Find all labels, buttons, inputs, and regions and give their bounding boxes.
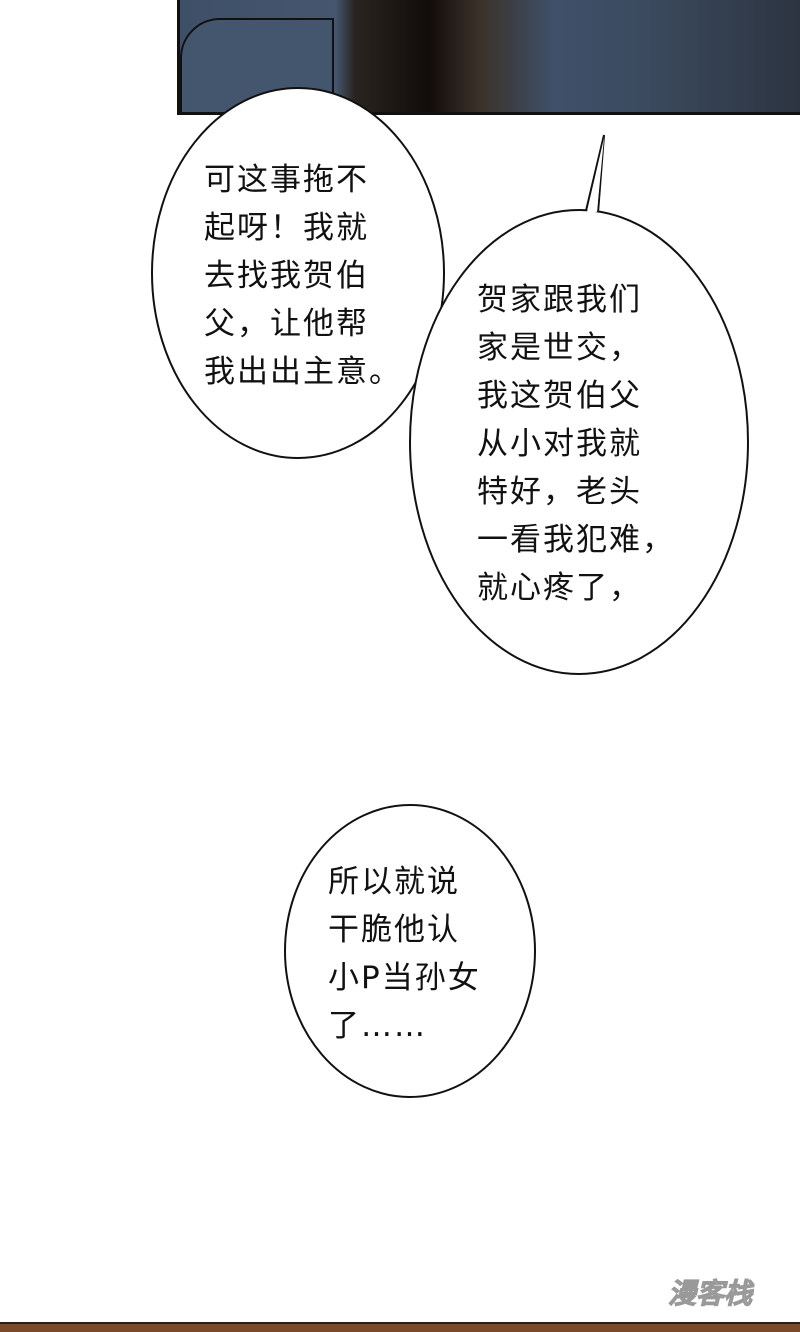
next-panel-edge <box>0 1322 800 1332</box>
bubble-1-text: 可这事拖不 起呀！我就 去找我贺伯 父，让他帮 我出出主意。 <box>204 162 402 390</box>
speech-bubble-2 <box>409 134 749 675</box>
watermark-logo: 漫客栈 <box>667 1277 753 1311</box>
speech-bubble-1 <box>151 87 445 459</box>
speech-bubble-3 <box>284 804 536 1098</box>
bubble-2-text: 贺家跟我们 家是世交， 我这贺伯父 从小对我就 特好，老头 一看我犯难， 就心疼… <box>477 282 675 606</box>
bubble-3-text: 所以就说 干脆他认 小P当孙女 了…… <box>328 864 481 1044</box>
